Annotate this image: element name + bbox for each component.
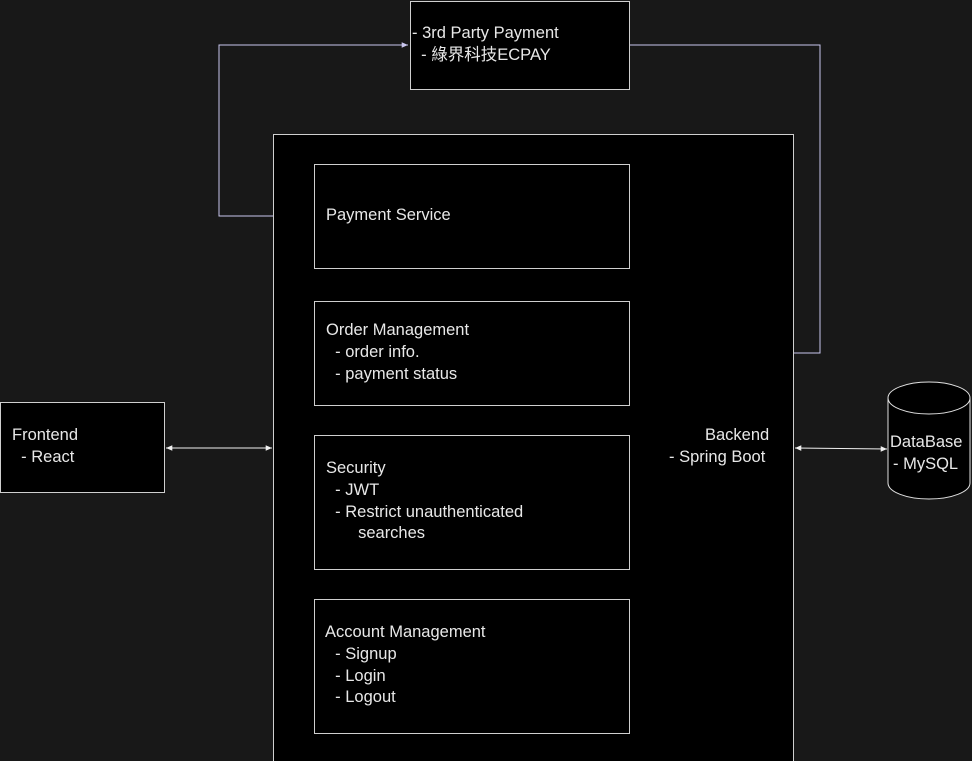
security-item: - JWT	[326, 481, 380, 499]
payment-service-box	[314, 164, 630, 269]
account-management-title: Account Management	[325, 623, 486, 641]
database-title: DataBase	[890, 433, 963, 451]
database-tech: - MySQL	[893, 455, 959, 473]
order-management-item: - order info.	[326, 343, 420, 361]
third-party-payment-box	[410, 1, 630, 90]
security-item: - Restrict unauthenticated	[326, 503, 524, 521]
security-box	[314, 435, 630, 570]
frontend-box	[0, 402, 165, 493]
order-management-title: Order Management	[326, 321, 470, 339]
order-management-box	[314, 301, 630, 406]
backend-tech: - Spring Boot	[669, 448, 766, 466]
order-management-item: - payment status	[326, 365, 458, 383]
security-item: searches	[326, 524, 426, 542]
third-party-provider: - 綠界科技ECPAY	[412, 46, 551, 64]
third-party-title: - 3rd Party Payment	[412, 24, 559, 42]
payment-service-title: Payment Service	[326, 206, 451, 224]
account-management-item: - Signup	[326, 645, 397, 663]
account-management-item: - Login	[326, 667, 386, 685]
backend-title: Backend	[705, 426, 770, 444]
security-title: Security	[326, 459, 386, 477]
frontend-tech: - React	[12, 448, 75, 466]
backend-database-connector	[794, 445, 888, 452]
frontend-title: Frontend	[12, 426, 79, 444]
account-management-item: - Logout	[326, 688, 396, 706]
account-management-box	[314, 599, 630, 734]
